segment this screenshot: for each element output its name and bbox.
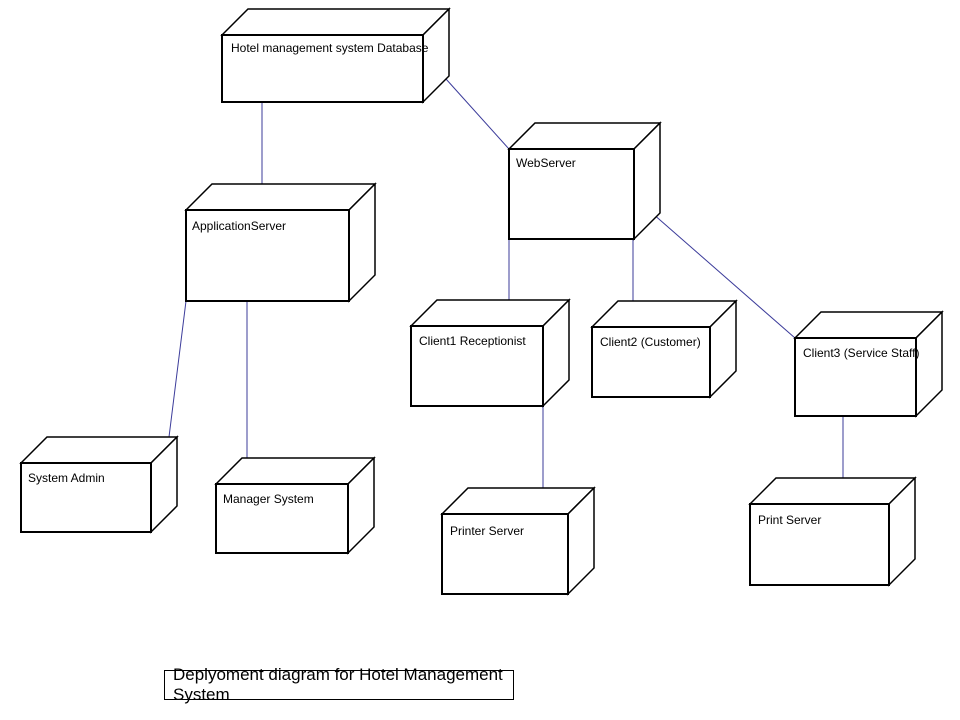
node-front-face: [441, 513, 569, 595]
nodes: Hotel management system DatabaseApplicat…: [19, 7, 944, 596]
node-top-face: [220, 8, 451, 36]
node-top-face: [409, 299, 571, 327]
node-front-face: [215, 483, 349, 554]
node-label: Hotel management system Database: [231, 41, 429, 55]
node-label: System Admin: [28, 471, 105, 485]
node-client3[interactable]: Client3 (Service Staff): [793, 310, 944, 418]
node-label: Print Server: [758, 513, 821, 527]
node-client2[interactable]: Client2 (Customer): [590, 299, 738, 399]
node-front-face: [794, 337, 917, 417]
node-front-face: [20, 462, 152, 533]
node-top-face: [214, 457, 376, 485]
node-front-face: [410, 325, 544, 407]
node-label: Client1 Receptionist: [419, 334, 526, 348]
node-web[interactable]: WebServer: [507, 121, 662, 241]
node-printer[interactable]: Printer Server: [440, 486, 596, 596]
connector-db-web: [445, 78, 510, 150]
node-client1[interactable]: Client1 Receptionist: [409, 298, 571, 408]
node-sysadmin[interactable]: System Admin: [19, 435, 179, 534]
node-label: Printer Server: [450, 524, 524, 538]
node-app[interactable]: ApplicationServer: [184, 182, 377, 303]
node-front-face: [221, 34, 424, 103]
node-front-face: [749, 503, 890, 586]
connectors: [168, 78, 844, 490]
node-label: ApplicationServer: [192, 219, 286, 233]
node-label: Client3 (Service Staff): [803, 346, 920, 360]
diagram-caption: Deplyoment diagram for Hotel Management …: [164, 665, 514, 704]
node-top-face: [748, 477, 917, 505]
node-top-face: [184, 183, 377, 211]
node-label: Client2 (Customer): [600, 335, 701, 349]
node-label: WebServer: [516, 156, 576, 170]
node-manager[interactable]: Manager System: [214, 456, 376, 555]
node-db[interactable]: Hotel management system Database: [220, 7, 451, 104]
connector-web-client3: [651, 212, 796, 339]
node-print[interactable]: Print Server: [748, 476, 917, 587]
node-top-face: [19, 436, 179, 464]
node-label: Manager System: [223, 492, 314, 506]
node-front-face: [508, 148, 635, 240]
node-front-face: [591, 326, 711, 398]
connector-app-sysadmin: [168, 300, 187, 438]
node-front-face: [185, 209, 350, 302]
